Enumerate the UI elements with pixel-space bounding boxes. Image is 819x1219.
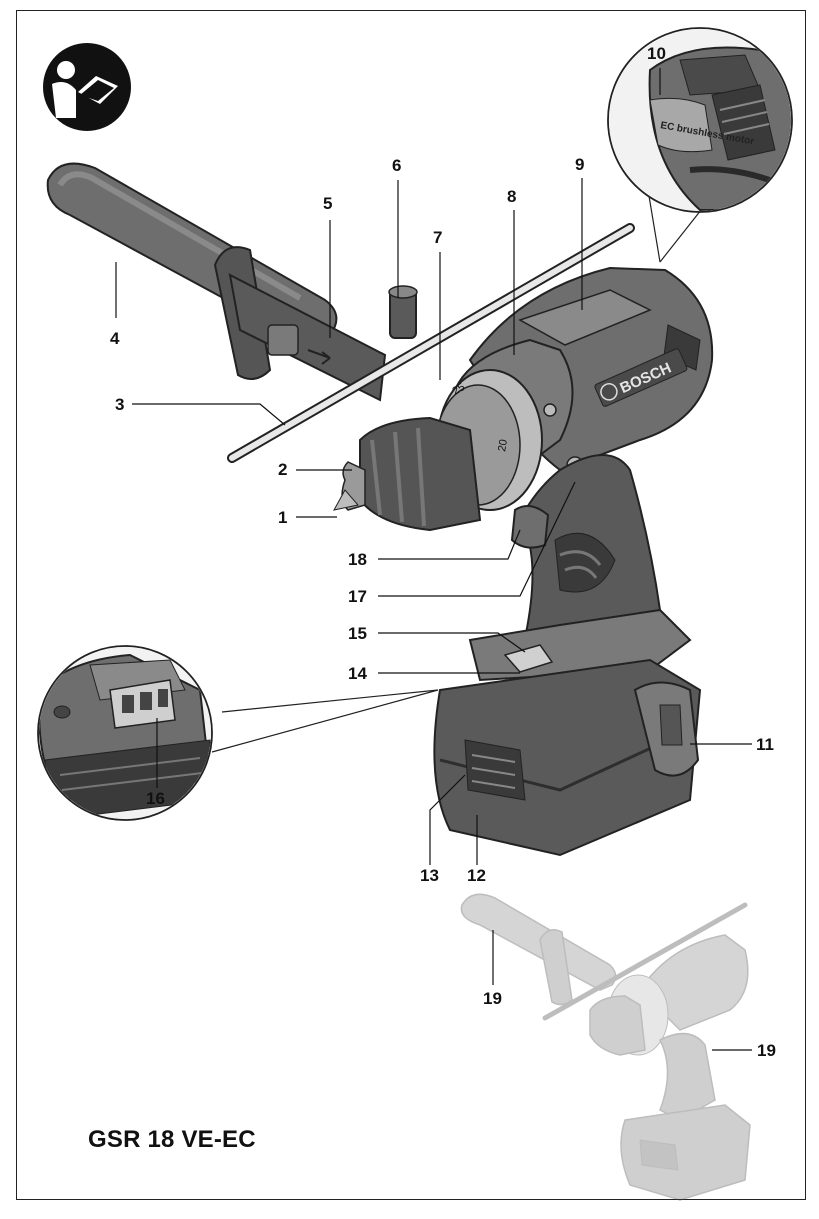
svg-text:25: 25 (451, 381, 468, 398)
callout-13: 13 (420, 866, 439, 885)
callout-19-grip: 19 (757, 1041, 776, 1060)
callout-16: 16 (146, 789, 165, 808)
read-manual-icon (43, 43, 131, 131)
page-frame (16, 10, 806, 1200)
drill-body: BOSCH 25 20 (333, 266, 714, 857)
callout-5: 5 (323, 194, 333, 213)
callout-8: 8 (507, 187, 517, 206)
callout-1: 1 (278, 508, 288, 527)
detail-zoom-battery (37, 645, 439, 821)
faded-drill-illustration (460, 893, 751, 1201)
model-name: GSR 18 VE-EC (88, 1126, 256, 1153)
callout-15: 15 (348, 624, 367, 643)
callout-2: 2 (278, 460, 288, 479)
callout-4: 4 (110, 329, 120, 348)
callout-leader-lines (115, 68, 752, 1051)
callout-18: 18 (348, 550, 367, 569)
callout-11: 11 (756, 735, 774, 754)
callout-19-handle: 19 (483, 989, 502, 1008)
callout-12: 12 (467, 866, 486, 885)
callout-6: 6 (392, 156, 402, 175)
callout-3: 3 (115, 395, 125, 414)
side-handle (46, 162, 387, 402)
depth-stop-clamp (388, 285, 418, 339)
callout-10: 10 (647, 44, 666, 63)
callout-9: 9 (575, 155, 585, 174)
depth-stop-rod (227, 223, 635, 463)
svg-text:20: 20 (496, 438, 510, 452)
detail-zoom-motor: EC brushless motor (607, 27, 793, 263)
callout-7: 7 (433, 228, 443, 247)
callout-17: 17 (348, 587, 367, 606)
callout-14: 14 (348, 664, 367, 683)
